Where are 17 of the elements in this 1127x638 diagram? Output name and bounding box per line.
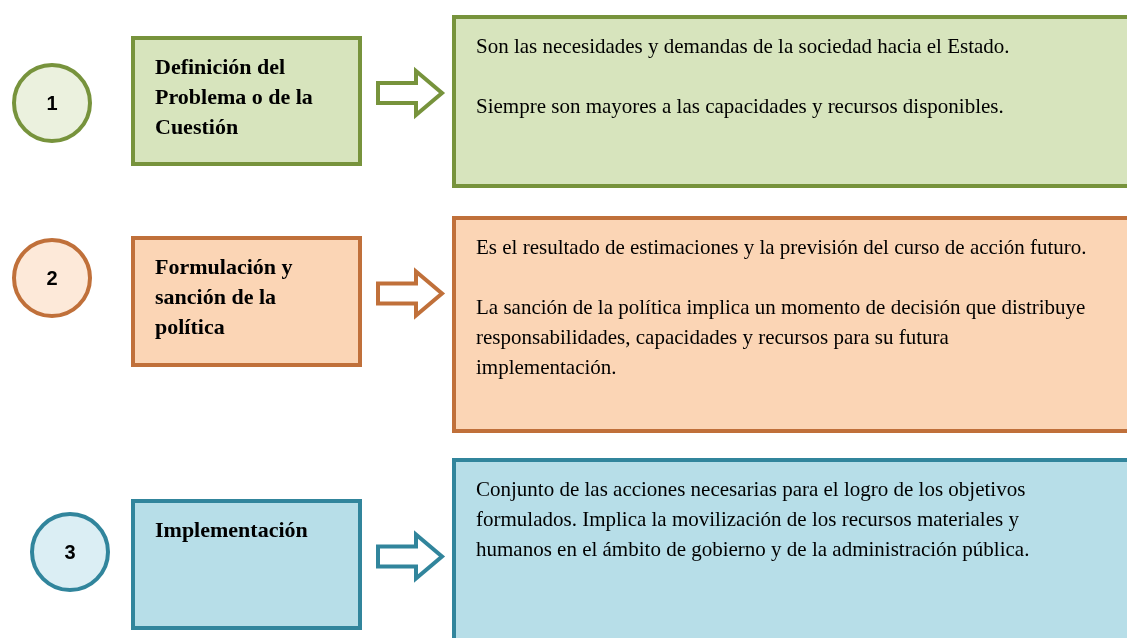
description-box [452, 458, 1127, 638]
stage-title: Definición del Problema o de la Cuestión [155, 53, 314, 141]
description-box [452, 216, 1127, 433]
stage-title: Implementación [155, 516, 309, 544]
description-text: Conjunto de las acciones necesarias para el logro de los objetivos formulados. Implica la movilización de los recursos materiales y humanos en el ámbito de gobierno y de la administración pública. [476, 476, 1031, 563]
block-arrow [376, 66, 446, 120]
block-arrow [376, 530, 446, 583]
stage-box [131, 36, 362, 166]
description-text: La sanción de la política implica un momento de decisión que distribuye responsabilidades, capacidades y recursos para su futura implementación. [476, 294, 1087, 381]
stage-box [131, 236, 362, 367]
description-box [452, 15, 1127, 188]
description-text: Siempre son mayores a las capacidades y recursos disponibles. [476, 93, 1005, 120]
stage-title: Formulación y sanción de la política [155, 253, 294, 341]
description-text: Son las necesidades y demandas de la sociedad hacia el Estado. [476, 33, 1011, 60]
description-text: Es el resultado de estimaciones y la previsión del curso de acción futuro. [476, 234, 1088, 261]
block-arrow [376, 267, 446, 320]
stage-box [131, 499, 362, 630]
